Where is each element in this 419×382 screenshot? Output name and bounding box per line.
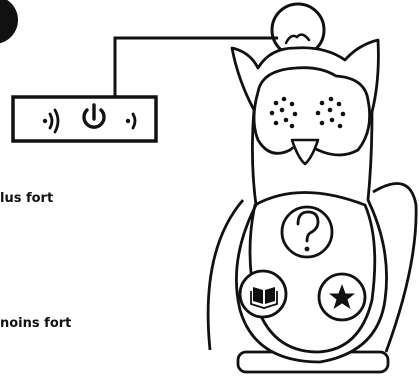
louder-label: lus fort [0,191,54,206]
question-button[interactable] [280,205,334,259]
softer-label: noins fort [0,316,72,331]
head-tuft [284,33,311,45]
volume-low-icon[interactable] [42,108,60,134]
power-icon[interactable] [82,103,106,129]
book-icon [250,287,278,309]
right-eye-speaker [315,96,346,129]
star-button[interactable] [317,272,367,322]
star-icon [329,284,355,309]
book-button[interactable] [238,269,288,319]
volume-high-icon[interactable] [125,112,137,130]
step-badge [0,0,18,44]
callout-line [113,36,278,97]
owl-toy [206,38,418,374]
button-panel [11,95,158,143]
left-eye-speaker [269,96,298,129]
question-mark-icon [296,210,320,252]
